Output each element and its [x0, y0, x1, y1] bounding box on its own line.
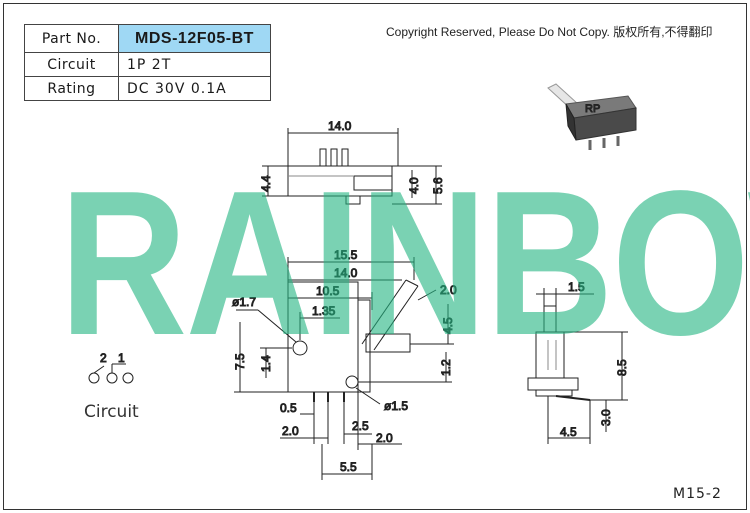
dim-top-width: 14.0	[328, 119, 352, 133]
dim-h-right: 1.2	[439, 359, 453, 376]
dim-w3: 10.5	[316, 284, 340, 298]
side-view-drawing: 1.5 8.5 3.0 4.5	[527, 280, 630, 444]
dim-lever-h: 4.5	[441, 317, 455, 334]
dim-w1: 15.5	[334, 248, 358, 262]
top-view-drawing: 14.0 4.4 4.0 5.6	[259, 119, 446, 205]
dim-side-body: 8.5	[615, 359, 629, 376]
copyright-notice: Copyright Reserved, Please Do Not Copy. …	[386, 25, 713, 39]
dim-top-height-left: 4.4	[259, 175, 273, 192]
dim-side-top: 1.5	[568, 280, 585, 294]
spec-table: Part No. MDS-12F05-BT Circuit 1P 2T Rati…	[24, 24, 271, 101]
dim-side-base: 4.5	[560, 425, 577, 439]
dim-w4: 1.35	[312, 304, 336, 318]
product-3d-image: RP	[547, 83, 637, 150]
page-border	[3, 3, 747, 510]
rating-value: DC 30V 0.1A	[118, 76, 271, 101]
model-code: M15-2	[673, 486, 722, 502]
dim-pin-dot: ø1.5	[384, 399, 408, 413]
dim-p1: 2.0	[282, 424, 299, 438]
dim-pin-w: 0.5	[280, 401, 297, 415]
dim-top-height-b: 5.6	[431, 177, 445, 194]
dim-hole: ø1.7	[232, 295, 256, 309]
product-mark: RP	[585, 103, 600, 115]
front-view-drawing: 15.5 14.0 10.5 1.35 ø1.7 2.0 4.5	[232, 248, 458, 480]
dim-span: 5.5	[340, 460, 357, 474]
dim-top-height-a: 4.0	[407, 177, 421, 194]
spec-row-rating: Rating DC 30V 0.1A	[24, 76, 271, 101]
dim-h-total: 7.5	[233, 353, 247, 370]
circuit-pin-1: 1	[118, 351, 125, 365]
dim-lever-gap: 2.0	[440, 283, 457, 297]
dim-h-hole: 1.4	[259, 355, 273, 372]
dim-p2: 2.5	[352, 419, 369, 433]
dim-p3: 2.0	[376, 431, 393, 445]
circuit-label: Circuit	[24, 52, 119, 77]
circuit-caption: Circuit	[84, 402, 139, 422]
dim-w2: 14.0	[334, 266, 358, 280]
dim-side-pin: 3.0	[599, 409, 613, 426]
circuit-diagram: 2 1	[88, 351, 134, 384]
circuit-pin-2: 2	[100, 351, 107, 365]
spec-row-circuit: Circuit 1P 2T	[24, 52, 271, 77]
